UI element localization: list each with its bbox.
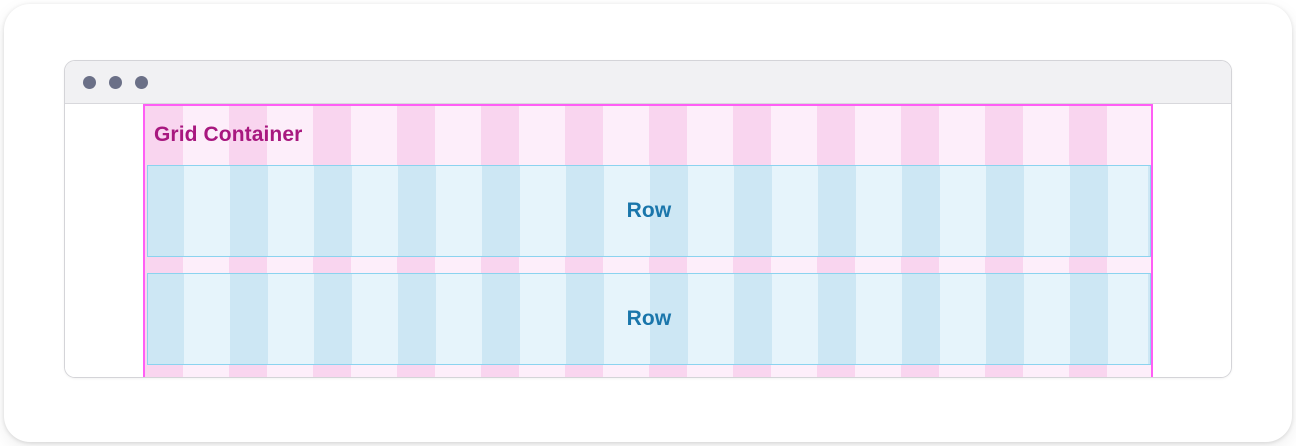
grid-container: Grid Container Row Row <box>143 104 1153 377</box>
browser-viewport: Grid Container Row Row <box>65 104 1231 377</box>
grid-container-label: Grid Container <box>154 123 303 146</box>
grid-row: Row <box>147 273 1151 365</box>
dot-red-icon[interactable] <box>83 75 96 89</box>
dot-yellow-icon[interactable] <box>109 75 122 89</box>
grid-row-label: Row <box>626 307 672 330</box>
grid-row-label: Row <box>626 199 672 222</box>
browser-titlebar <box>65 61 1231 104</box>
grid-row: Row <box>147 165 1151 257</box>
browser-window: Grid Container Row Row <box>64 60 1232 378</box>
dot-green-icon[interactable] <box>135 75 148 89</box>
